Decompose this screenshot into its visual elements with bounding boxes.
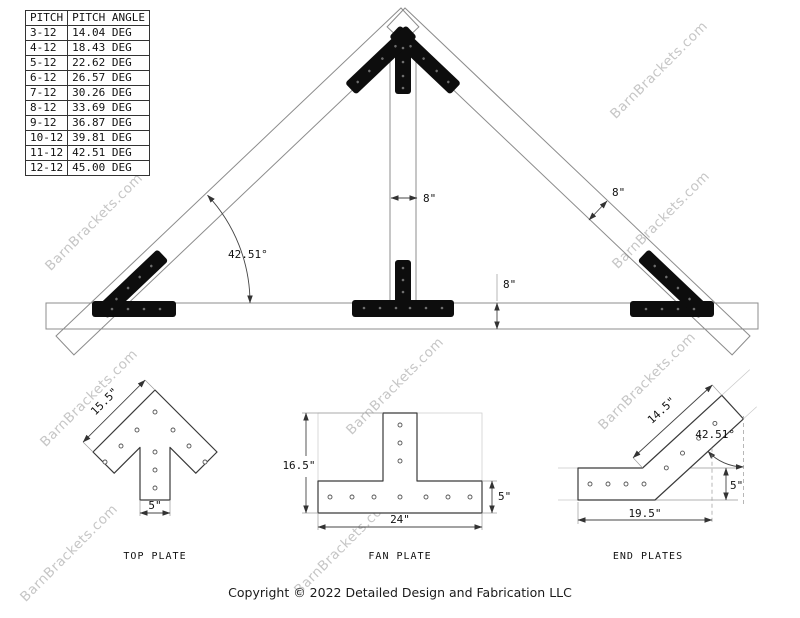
pitch-angle-header: PITCH ANGLE (67, 10, 150, 26)
angle-cell: 18.43 DEG (67, 40, 150, 56)
pitch-cell: 9-12 (24, 115, 69, 131)
chord-depth-dim-label: 8" (503, 278, 516, 291)
fan-plate-label: FAN PLATE (368, 551, 431, 562)
angle-cell: 26.57 DEG (67, 70, 150, 86)
end-plate-angle-arc (707, 450, 744, 470)
angle-cell: 42.51 DEG (67, 145, 150, 161)
pitch-cell: 11-12 (24, 145, 69, 161)
right-rafter (386, 7, 751, 356)
end-plate-length-dim-label: 19.5" (628, 507, 661, 520)
fan-plate-height-dim-label: 16.5" (282, 459, 315, 472)
pitch-cell: 12-12 (24, 160, 69, 176)
pitch-angle-arc (207, 194, 253, 304)
pitch-cell: 3-12 (24, 25, 69, 41)
watermark: BarnBrackets.com (42, 170, 146, 274)
top-plate-stem-dim-label: 5" (148, 499, 161, 512)
table-header-row: PITCH PITCH ANGLE (24, 10, 150, 26)
rafter-depth-dimension (588, 200, 608, 221)
left-rafter (55, 7, 420, 356)
end-plate-edge-dim-label: 14.5" (645, 394, 678, 426)
angle-cell: 22.62 DEG (67, 55, 150, 71)
angle-cell: 14.04 DEG (67, 25, 150, 41)
watermark: BarnBrackets.com (609, 168, 713, 272)
end-plate-width-dim-label: 5" (730, 479, 743, 492)
pitch-header: PITCH (24, 10, 69, 26)
truss-dimensions: 8" 8" 8" 42.51° (207, 186, 625, 330)
peak-bracket (346, 26, 460, 94)
pitch-cell: 6-12 (24, 70, 69, 86)
end-plates-detail: 14.5" 42.51° 5" 19.5" END PLATES (558, 369, 757, 562)
left-corner-bracket (92, 250, 176, 318)
angle-cell: 30.26 DEG (67, 85, 150, 101)
center-bracket (352, 260, 454, 317)
end-plate-edge-dimension (632, 384, 713, 459)
right-corner-bracket (630, 250, 714, 318)
top-plate-label: TOP PLATE (123, 551, 186, 562)
angle-cell: 33.69 DEG (67, 100, 150, 116)
pitch-cell: 10-12 (24, 130, 69, 146)
fan-plate-width-dim-label: 24" (390, 513, 410, 526)
fan-plate-end-dim-label: 5" (498, 490, 511, 503)
angle-cell: 39.81 DEG (67, 130, 150, 146)
kingpost-width-dim-label: 8" (423, 192, 436, 205)
pitch-cell: 4-12 (24, 40, 69, 56)
rafter-depth-dim-label: 8" (612, 186, 625, 199)
angle-cell: 36.87 DEG (67, 115, 150, 131)
top-plate-edge-dimension (82, 379, 146, 443)
pitch-cell: 8-12 (24, 100, 69, 116)
top-plate-outline (92, 389, 218, 501)
angle-cell: 45.00 DEG (67, 160, 150, 176)
end-plate-angle-dim-label: 42.51° (695, 428, 735, 441)
pitch-angle-label: 42.51° (228, 248, 268, 261)
copyright-text: Copyright © 2022 Detailed Design and Fab… (228, 585, 572, 600)
watermark: BarnBrackets.com (607, 18, 711, 122)
pitch-cell: 5-12 (24, 55, 69, 71)
end-plates-label: END PLATES (613, 551, 683, 562)
pitch-cell: 7-12 (24, 85, 69, 101)
top-plate-detail: 15.5" 5" TOP PLATE (82, 379, 218, 562)
truss-brackets (92, 26, 714, 318)
fan-plate-detail: 16.5" 24" 5" FAN PLATE (282, 412, 511, 562)
